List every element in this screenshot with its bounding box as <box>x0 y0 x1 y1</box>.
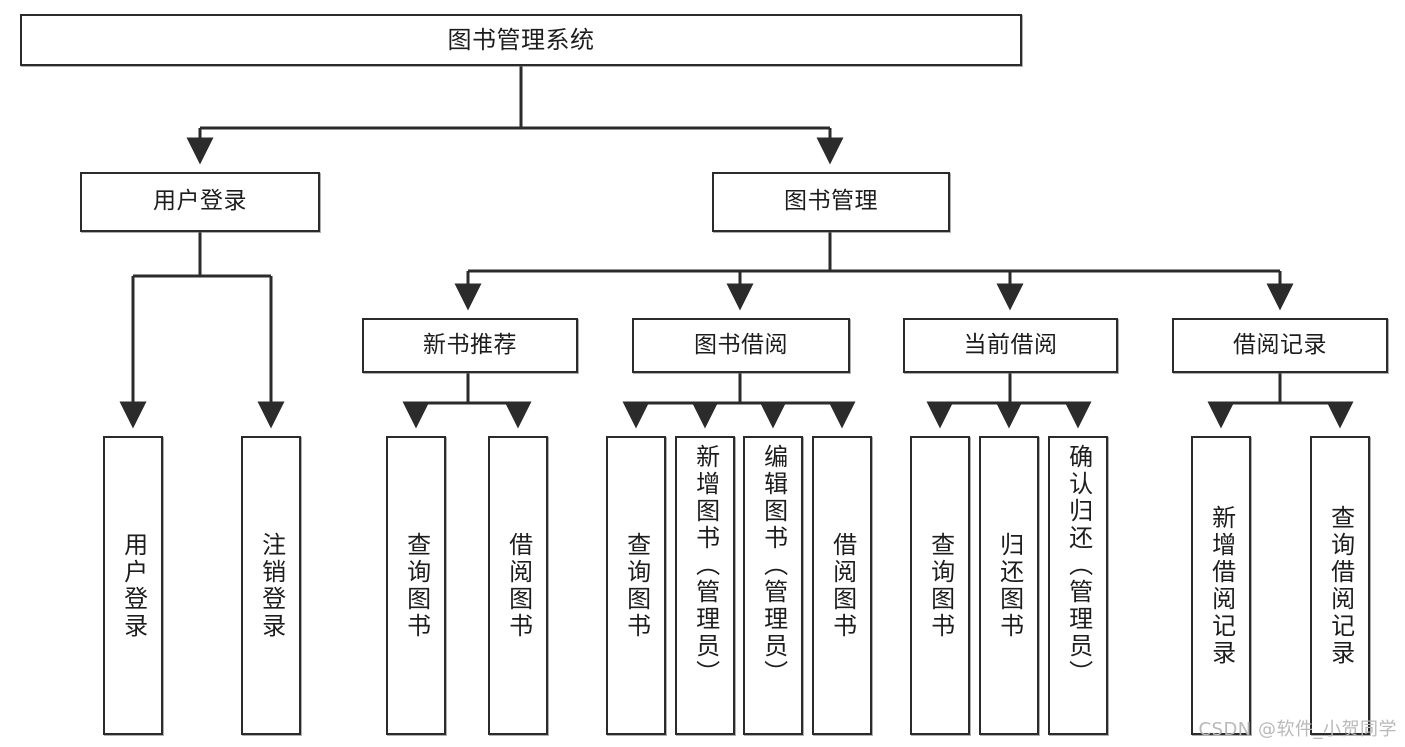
node-root-book-management-system[interactable]: 图书管理系统 <box>20 14 1022 66</box>
leaf-return-book[interactable]: 归还图书 <box>979 436 1039 735</box>
node-label: 确认归还（管理员） <box>1064 444 1093 687</box>
node-label: 用户登录 <box>153 188 247 215</box>
leaf-borrow-book-new-rec[interactable]: 借阅图书 <box>488 436 548 735</box>
node-label: 借阅图书 <box>828 531 857 640</box>
csdn-watermark: CSDN @软件_小贺同学 <box>1198 719 1397 740</box>
node-label: 注销登录 <box>257 531 286 640</box>
node-book-borrowing[interactable]: 图书借阅 <box>632 318 850 373</box>
leaf-query-borrow-record[interactable]: 查询借阅记录 <box>1310 436 1370 735</box>
node-new-book-recommendation[interactable]: 新书推荐 <box>362 318 578 373</box>
node-label: 查询借阅记录 <box>1326 504 1355 667</box>
node-current-borrowing[interactable]: 当前借阅 <box>903 318 1118 373</box>
leaf-edit-book-admin[interactable]: 编辑图书（管理员） <box>743 436 803 735</box>
leaf-logout[interactable]: 注销登录 <box>241 436 301 735</box>
leaf-confirm-return-admin[interactable]: 确认归还（管理员） <box>1048 436 1108 735</box>
leaf-user-login[interactable]: 用户登录 <box>103 436 163 735</box>
leaf-add-borrow-record[interactable]: 新增借阅记录 <box>1191 436 1251 735</box>
node-label: 当前借阅 <box>963 331 1058 358</box>
leaf-query-book-borrow[interactable]: 查询图书 <box>606 436 666 735</box>
leaf-query-book-new-rec[interactable]: 查询图书 <box>386 436 446 735</box>
leaf-query-book-current[interactable]: 查询图书 <box>910 436 970 735</box>
node-book-management[interactable]: 图书管理 <box>712 172 950 232</box>
node-label: 新书推荐 <box>423 331 517 358</box>
node-label: 图书借阅 <box>694 331 788 358</box>
node-label: 借阅记录 <box>1233 331 1327 358</box>
node-label: 归还图书 <box>995 531 1024 640</box>
node-label: 新增借阅记录 <box>1207 504 1236 667</box>
node-label: 查询图书 <box>402 531 431 640</box>
node-label: 新增图书（管理员） <box>691 444 720 687</box>
node-borrowing-record[interactable]: 借阅记录 <box>1172 318 1388 373</box>
node-label: 图书管理系统 <box>447 25 595 54</box>
node-user-login[interactable]: 用户登录 <box>80 172 320 232</box>
leaf-add-book-admin[interactable]: 新增图书（管理员） <box>675 436 735 735</box>
node-label: 图书管理 <box>784 188 878 215</box>
leaf-borrow-book-borrow[interactable]: 借阅图书 <box>812 436 872 735</box>
node-label: 借阅图书 <box>504 531 533 640</box>
node-label: 用户登录 <box>119 531 148 640</box>
node-label: 查询图书 <box>622 531 651 640</box>
node-label: 编辑图书（管理员） <box>759 444 788 687</box>
node-label: 查询图书 <box>926 531 955 640</box>
